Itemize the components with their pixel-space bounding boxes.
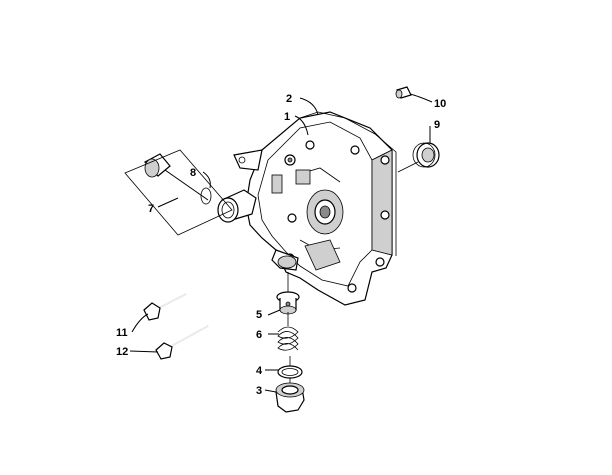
drain-plug-3: [275, 378, 305, 413]
callout-9: 9: [434, 119, 440, 131]
oil-seal-9: [397, 142, 440, 173]
callout-5: 5: [256, 309, 262, 321]
callout-10: 10: [434, 98, 446, 110]
leader-lines: [129, 93, 433, 393]
callout-7: 7: [148, 203, 154, 215]
spring-6: [277, 312, 299, 351]
callout-12: 12: [116, 346, 128, 358]
o-ring-4: [277, 356, 303, 379]
callout-4: 4: [256, 365, 263, 377]
housing-cover: [233, 111, 397, 306]
inlet-elbow: [217, 189, 257, 223]
callout-labels: 1 2 3 4 5 6 7 8 9 10 11 12: [116, 93, 446, 397]
callout-6: 6: [256, 329, 262, 341]
o-ring-8: [200, 187, 212, 205]
bolt-12: [155, 325, 209, 360]
bolt-11: [143, 293, 187, 321]
dipstick: [124, 149, 233, 236]
fitting-5: [276, 272, 300, 315]
callout-1: 1: [284, 111, 290, 123]
callout-8: 8: [190, 167, 196, 179]
callout-3: 3: [256, 385, 262, 397]
callout-11: 11: [116, 327, 128, 339]
dowel-pin-10: [395, 86, 412, 99]
callout-2: 2: [286, 93, 292, 105]
